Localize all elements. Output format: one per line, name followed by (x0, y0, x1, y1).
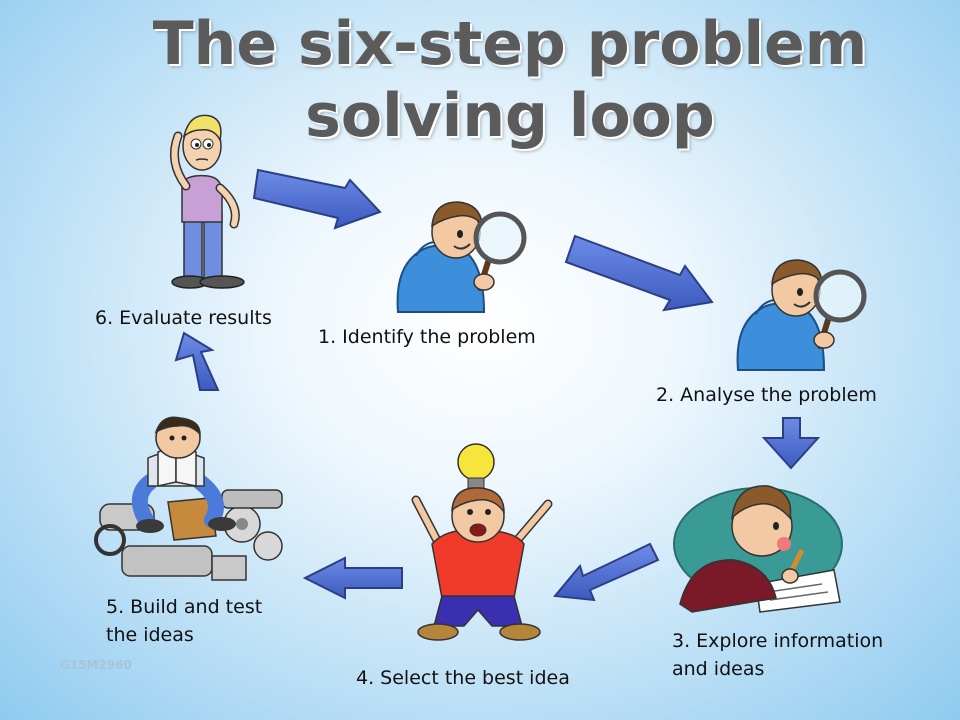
step-6-label: 6. Evaluate results (95, 307, 272, 329)
arrow-6-to-1 (252, 168, 382, 230)
step-5-label-line-1: 5. Build and test (106, 596, 263, 618)
title-line-1: The six-step problem (152, 9, 868, 79)
arrow-3-to-4 (553, 542, 660, 602)
watermark-text: G15M2960 (60, 658, 132, 672)
step-1-label: 1. Identify the problem (318, 326, 536, 348)
step-5-label: 5. Build and test the ideas (106, 593, 262, 649)
mechanic-boy-icon (94, 416, 283, 581)
step-3-label: 3. Explore information and ideas (672, 627, 883, 683)
step-5-label-line-2: the ideas (106, 624, 194, 646)
arrow-4-to-5 (302, 556, 403, 600)
step-2-label: 2. Analyse the problem (656, 384, 877, 406)
lightbulb-icon (457, 443, 495, 489)
thinking-person-icon (169, 114, 245, 289)
lightbulb-boy-icon (411, 443, 553, 641)
magnifier-boy-icon-2 (736, 259, 867, 371)
step-4-label: 4. Select the best idea (356, 667, 570, 689)
step-3-label-line-1: 3. Explore information (672, 630, 884, 652)
arrow-2-to-3 (761, 417, 821, 470)
title-line-2: solving loop (305, 81, 715, 151)
step-3-label-line-2: and ideas (672, 658, 765, 680)
page-title: The six-step problem solving loop (150, 8, 870, 152)
writing-boy-icon (673, 485, 843, 613)
magnifier-boy-icon (396, 201, 527, 313)
arrow-5-to-6 (174, 331, 220, 391)
arrow-1-to-2 (564, 234, 714, 312)
